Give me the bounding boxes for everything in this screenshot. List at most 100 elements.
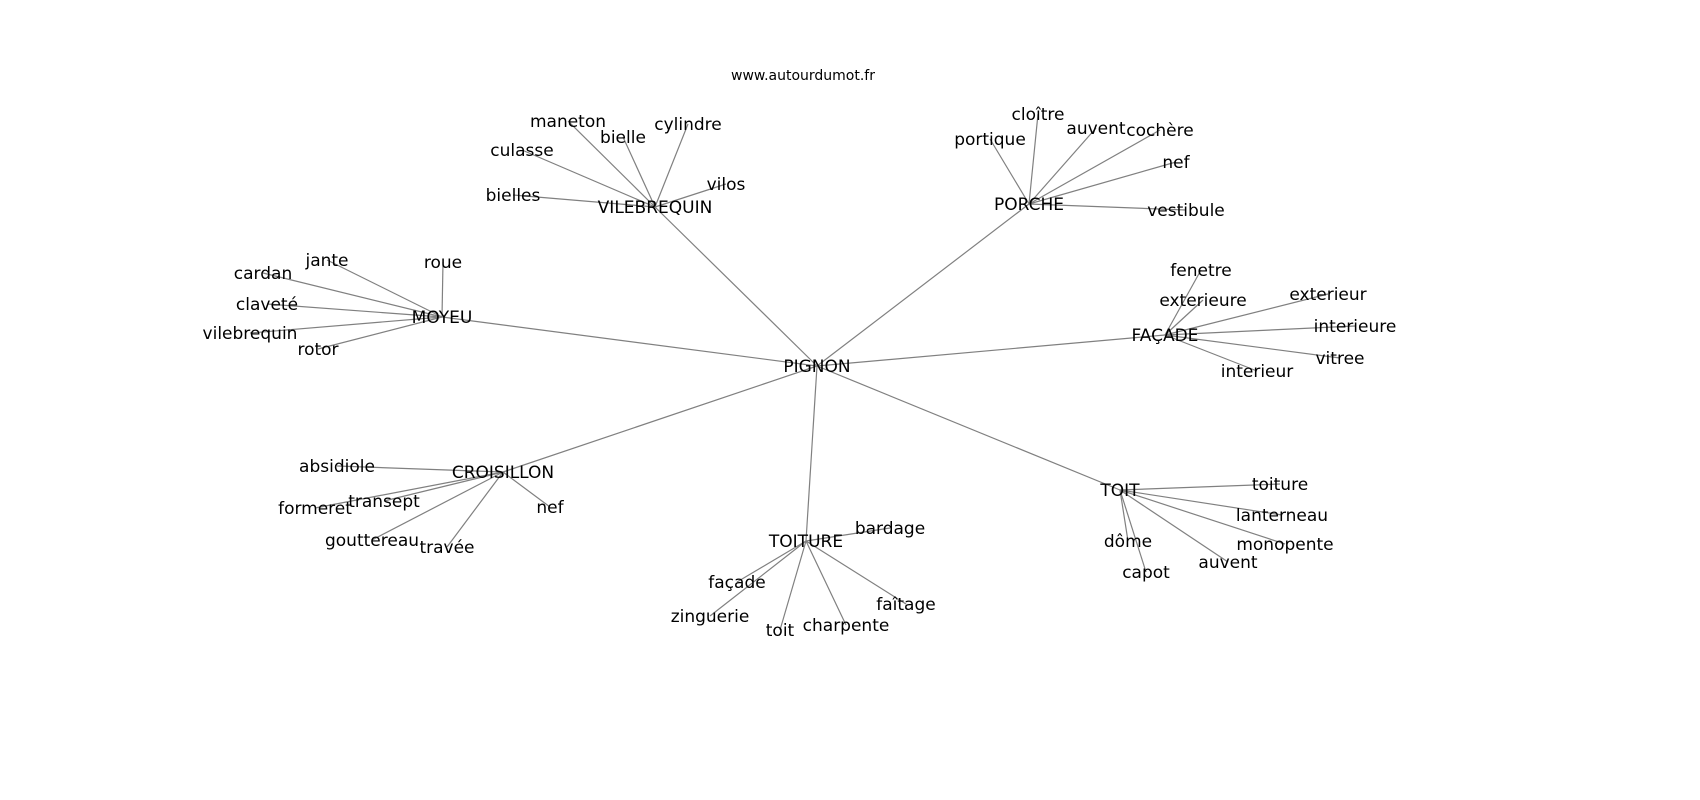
leaf-node-label: interieure [1314, 317, 1397, 337]
edge-hub-leaf [266, 303, 443, 318]
leaf-node-label: formeret [278, 499, 352, 519]
edge-hub-leaf [371, 471, 504, 541]
edge-hub-leaf [1028, 203, 1187, 211]
edge-root-hub [816, 365, 1121, 491]
edge-hub-leaf [1164, 293, 1329, 336]
hub-node-label: PORCHE [994, 195, 1064, 215]
leaf-node-label: auvent [1198, 553, 1257, 573]
leaf-node-label: monopente [1236, 535, 1333, 555]
edge-hub-leaf [805, 527, 891, 542]
edge-hub-leaf [567, 120, 656, 208]
leaf-node-label: bardage [855, 519, 925, 539]
leaf-node-label: cloître [1012, 105, 1065, 125]
leaf-node-label: cardan [234, 264, 292, 284]
edge-root-hub [502, 365, 818, 473]
edge-hub-leaf [336, 465, 504, 473]
edge-hub-leaf [805, 540, 907, 605]
edge-hub-leaf [446, 471, 504, 548]
hub-node-label: TOIT [1099, 481, 1140, 501]
leaf-node-label: charpente [803, 616, 890, 636]
edge-root-hub [441, 316, 818, 367]
leaf-node-label: roue [424, 253, 462, 273]
leaf-node-label: vestibule [1147, 201, 1225, 221]
hub-node-label: FAÇADE [1132, 326, 1199, 346]
edge-hub-leaf [1119, 489, 1283, 516]
leaf-node-label: façade [708, 573, 765, 593]
leaf-node-label: bielles [486, 186, 541, 206]
leaf-node-label: interieur [1221, 362, 1294, 382]
edge-hub-leaf [521, 149, 656, 208]
edge-hub-leaf [441, 261, 444, 318]
edge-hub-leaf [1119, 489, 1229, 563]
leaf-node-label: transept [348, 492, 420, 512]
edge-hub-leaf [1028, 129, 1161, 205]
hub-node-label: VILEBREQUIN [598, 198, 713, 218]
hub-node-label: CROISILLON [452, 463, 554, 483]
edge-hub-leaf [1164, 325, 1356, 336]
edge-hub-leaf [622, 136, 656, 208]
edge-hub-leaf [654, 123, 689, 208]
edge-hub-leaf [326, 259, 443, 318]
leaf-node-label: nef [1162, 153, 1190, 173]
leaf-node-label: nef [536, 498, 564, 518]
edge-root-hub [816, 334, 1166, 367]
leaf-node-label: exterieure [1159, 291, 1246, 311]
leaf-node-label: culasse [490, 141, 553, 161]
edge-hub-leaf [1119, 483, 1281, 491]
leaf-node-label: faîtage [876, 595, 935, 615]
leaf-node-label: cochère [1126, 121, 1193, 141]
leaf-node-label: zinguerie [671, 607, 750, 627]
edge-hub-leaf [1119, 489, 1286, 545]
edge-root-hub [816, 203, 1030, 367]
leaf-node-label: rotor [297, 340, 338, 360]
hub-node-label: MOYEU [412, 308, 473, 328]
edge-hub-leaf [1028, 161, 1177, 205]
leaf-node-label: gouttereau [325, 531, 419, 551]
edge-hub-leaf [314, 471, 504, 509]
edge-hub-leaf [249, 316, 443, 334]
edge-hub-leaf [383, 471, 504, 502]
leaf-node-label: travée [419, 538, 474, 558]
edge-hub-leaf [709, 540, 807, 617]
leaf-node-label: cylindre [654, 115, 722, 135]
edge-root-hub [654, 206, 818, 367]
leaf-node-label: claveté [236, 295, 298, 315]
leaf-node-label: capot [1122, 563, 1170, 583]
edge-hub-leaf [1028, 113, 1039, 205]
leaf-node-label: auvent [1066, 119, 1125, 139]
edge-root-hub [805, 365, 818, 542]
leaf-node-label: lanterneau [1236, 506, 1328, 526]
edge-hub-leaf [1119, 489, 1147, 573]
leaf-node-label: maneton [530, 112, 606, 132]
edge-hub-leaf [654, 183, 727, 208]
hub-node-label: TOITURE [768, 532, 843, 552]
leaf-node-label: vilos [707, 175, 746, 195]
edge-hub-leaf [512, 194, 656, 208]
edge-hub-leaf [805, 540, 847, 626]
edge-hub-leaf [1164, 269, 1202, 336]
leaf-node-label: exterieur [1289, 285, 1366, 305]
site-title: www.autourdumot.fr [731, 68, 875, 84]
leaf-node-label: jante [304, 251, 348, 271]
edge-hub-leaf [1119, 489, 1129, 542]
edge-hub-leaf [502, 471, 551, 508]
leaf-node-label: dôme [1104, 532, 1152, 552]
leaf-node-label: fenetre [1170, 261, 1231, 281]
edge-hub-leaf [989, 138, 1030, 205]
edge-hub-leaf [1164, 334, 1258, 372]
edge-hub-leaf [1028, 127, 1097, 205]
edge-hub-leaf [317, 316, 443, 350]
leaf-node-label: bielle [600, 128, 646, 148]
leaf-node-label: toit [766, 621, 795, 641]
leaf-node-label: toiture [1252, 475, 1308, 495]
labels: www.autourdumot.fr PIGNON manetonbiellec… [203, 68, 1397, 641]
edge-hub-leaf [262, 272, 443, 318]
root-node-label: PIGNON [783, 357, 850, 377]
edge-hub-leaf [1164, 334, 1341, 359]
leaf-node-label: absidiole [299, 457, 375, 477]
edge-hub-leaf [1164, 299, 1204, 336]
leaf-node-label: portique [954, 130, 1026, 150]
edge-hub-leaf [736, 540, 807, 583]
edge-hub-leaf [779, 540, 807, 631]
